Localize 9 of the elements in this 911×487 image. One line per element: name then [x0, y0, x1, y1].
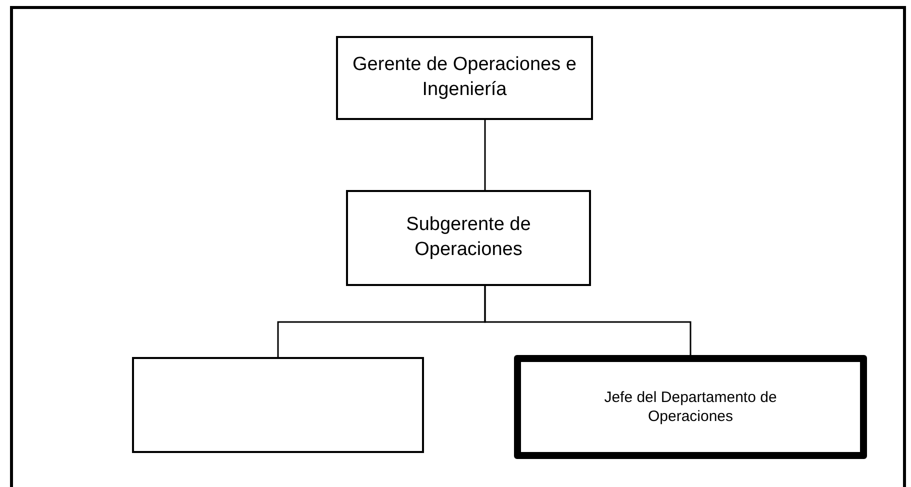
- position-title: Subgerente de Operaciones: [405, 213, 532, 262]
- position-title: Gerente de Operaciones e Ingeniería: [352, 53, 578, 102]
- position-box: [346, 190, 591, 286]
- connector-line: [484, 120, 486, 190]
- position-box: [336, 36, 593, 120]
- connector-line: [484, 286, 692, 355]
- empty-box: [132, 357, 424, 453]
- position-title: Jefe del Departamento de Operaciones: [603, 388, 778, 426]
- position-box: [514, 355, 867, 459]
